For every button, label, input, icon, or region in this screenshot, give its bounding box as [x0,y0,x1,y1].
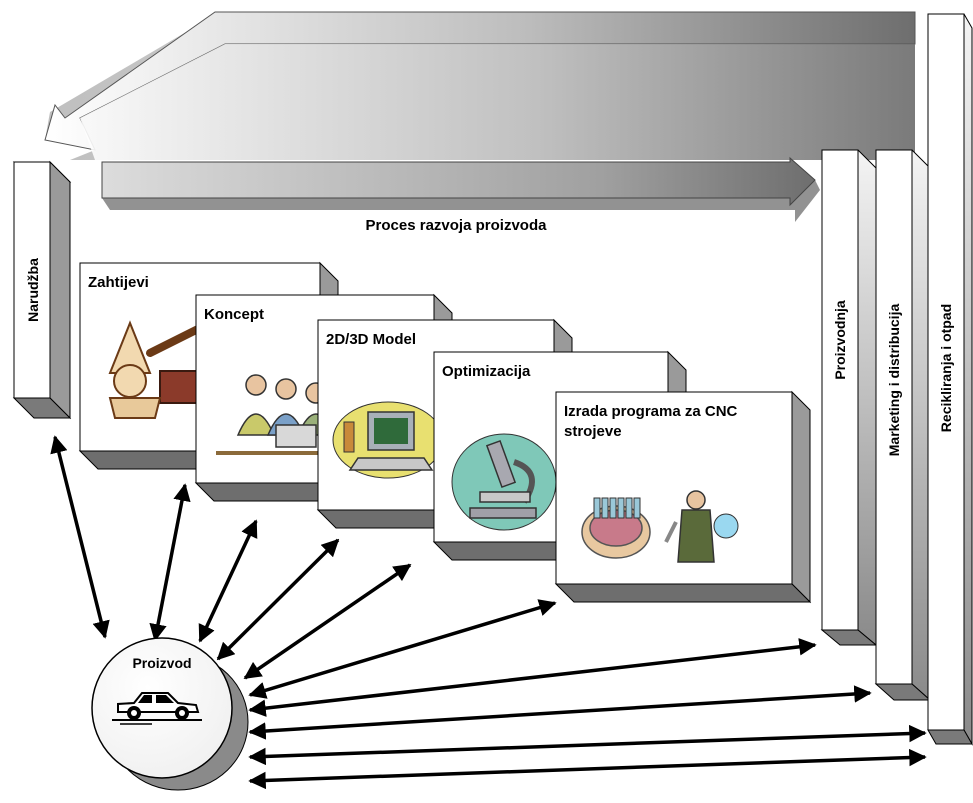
stage-label: Zahtijevi [88,274,149,291]
connection-arrow [149,483,191,642]
connection-arrow [248,724,927,766]
worker-machine-icon [581,490,739,563]
product-node: Proizvod [91,637,249,791]
order-bar-label: Narudžba [25,258,41,322]
lifecycle-bar-marketing: Marketing i distribucija [874,149,932,702]
lifecycle-bar-label: Recikliranja i otpad [938,304,954,432]
lifecycle-bar-recycling: Recikliranja i otpad [927,13,973,746]
feedback-arrow [44,11,916,160]
team-laptop-icon [216,374,366,455]
process-arrow [101,156,820,222]
car-icon [112,692,202,725]
stage-label: Optimizacija [442,363,531,380]
product-label: Proizvod [132,655,191,671]
stage-label: 2D/3D Model [326,331,416,348]
connection-arrow [243,563,412,680]
wizard-telescope-icon [108,319,214,419]
stage-label: Izrada programa za CNC [564,403,738,420]
connection-arrow [198,519,258,643]
process-title: Proces razvoja proizvoda [366,217,548,234]
connection-arrows [50,435,927,790]
stage-label-line2: strojeve [564,423,622,440]
stage-label: Koncept [204,306,264,323]
microscope-icon [451,433,557,531]
lifecycle-bar-production: Proizvodnja [820,149,878,647]
stage-card: Izrada programa za CNC strojeve [554,390,812,604]
lifecycle-bar-label: Marketing i distribucija [886,304,902,457]
lifecycle-bar-label: Proizvodnja [832,300,848,380]
connection-arrow [216,538,340,661]
order-bar: Narudžba [12,160,72,420]
connection-arrow [248,748,927,790]
computer-icon [332,401,444,479]
connection-arrow [50,435,110,639]
